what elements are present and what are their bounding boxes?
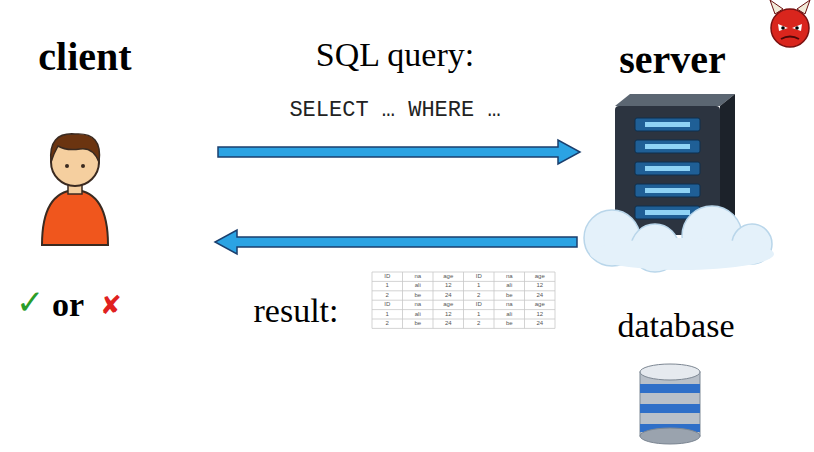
table-cell: be — [403, 319, 434, 328]
table-cell: na — [403, 272, 434, 281]
block-arrow — [215, 230, 577, 254]
table-cell: 1 — [372, 310, 403, 319]
party-node: server — [580, 30, 805, 270]
database-label: database — [617, 307, 734, 344]
table-cell: be — [494, 291, 525, 300]
database-icon — [640, 364, 700, 444]
table-cell: age — [433, 272, 464, 281]
table-cell: 2 — [464, 291, 495, 300]
table-rule — [524, 272, 525, 328]
arrow-label: SQL query: — [316, 36, 474, 73]
table-cell: 12 — [525, 310, 556, 319]
query-code: SELECT … WHERE … — [289, 99, 500, 123]
devil-icon — [770, 0, 810, 47]
table-cell: 24 — [525, 291, 556, 300]
table-cell: na — [403, 300, 434, 309]
table-cell: 24 — [433, 291, 464, 300]
party-node: client — [15, 35, 215, 250]
table-cell: age — [433, 300, 464, 309]
table-rule — [372, 272, 373, 328]
result-table — [372, 272, 555, 328]
table-rule — [555, 272, 556, 328]
node-title: client — [15, 35, 155, 79]
or-text: or — [52, 286, 84, 323]
table-cell: na — [494, 272, 525, 281]
table-cell: ID — [372, 272, 403, 281]
table-cell: 24 — [525, 319, 556, 328]
arrow-label: result: — [254, 292, 339, 329]
table-cell: 1 — [464, 281, 495, 290]
table-cell: na — [494, 300, 525, 309]
table-cell: ali — [494, 310, 525, 319]
node-title: server — [600, 38, 745, 82]
table-cell: age — [525, 300, 556, 309]
table-rule — [402, 272, 403, 328]
table-cell: 12 — [525, 281, 556, 290]
table-cell: 24 — [433, 319, 464, 328]
table-cell: ID — [464, 300, 495, 309]
table-cell: ID — [464, 272, 495, 281]
table-cell: be — [494, 319, 525, 328]
table-cell: be — [403, 291, 434, 300]
table-rule — [433, 272, 434, 328]
person-icon — [42, 134, 108, 245]
table-cell: 12 — [433, 310, 464, 319]
table-cell: age — [525, 272, 556, 281]
table-cell: 2 — [372, 319, 403, 328]
table-rule — [463, 272, 464, 328]
check-mark: ✓ — [16, 284, 45, 321]
table-cell: ali — [403, 310, 434, 319]
table-cell: 2 — [372, 291, 403, 300]
table-rule — [494, 272, 495, 328]
block-arrow — [218, 140, 580, 164]
table-cell: ID — [372, 300, 403, 309]
table-cell: 2 — [464, 319, 495, 328]
table-cell: 12 — [433, 281, 464, 290]
table-cell: 1 — [372, 281, 403, 290]
table-cell: ali — [494, 281, 525, 290]
table-cell: 1 — [464, 310, 495, 319]
table-cell: ali — [403, 281, 434, 290]
cloud — [584, 206, 774, 272]
cross-mark: ✘ — [100, 291, 122, 320]
